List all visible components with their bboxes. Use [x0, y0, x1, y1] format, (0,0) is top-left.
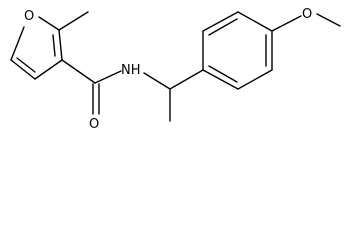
bond-c3-carbonyl — [61, 59, 96, 84]
bond-furan-c2-c3-double — [52, 34, 56, 57]
bond-ring-methoxy-o — [271, 15, 302, 32]
bond-ring-5 — [202, 11, 239, 32]
bond-furan-c3-c4 — [34, 59, 63, 80]
bond-furan-c5-o — [10, 26, 25, 61]
bond-ring-inner-1 — [208, 65, 238, 83]
bond-furan-methyl — [58, 11, 89, 31]
methoxy-oxygen-label: O — [302, 7, 312, 22]
bond-n-ch — [143, 72, 171, 90]
molecule-structure-diagram: O O NH O — [10, 7, 341, 132]
furan-ring — [10, 16, 63, 80]
bond-furan-c4-c5 — [10, 59, 36, 80]
bond-furan-o-c2 — [38, 16, 60, 31]
bond-carbonyl-n — [94, 70, 122, 84]
bond-ch-phenyl — [169, 69, 204, 90]
furan-oxygen-label: O — [24, 9, 34, 24]
bond-furan-c2-c3 — [58, 29, 63, 61]
amide-nitrogen-label: NH — [121, 63, 141, 78]
bond-ring-4 — [237, 11, 273, 32]
benzene-ring — [202, 11, 273, 90]
bond-furan-c4-c5-double — [16, 57, 36, 73]
bond-ring-2 — [237, 69, 273, 90]
carbonyl-oxygen-label: O — [89, 117, 99, 132]
bond-methoxy-o-ch3 — [316, 13, 341, 27]
bond-ring-inner-3 — [208, 18, 238, 36]
bond-ring-1 — [202, 69, 239, 90]
